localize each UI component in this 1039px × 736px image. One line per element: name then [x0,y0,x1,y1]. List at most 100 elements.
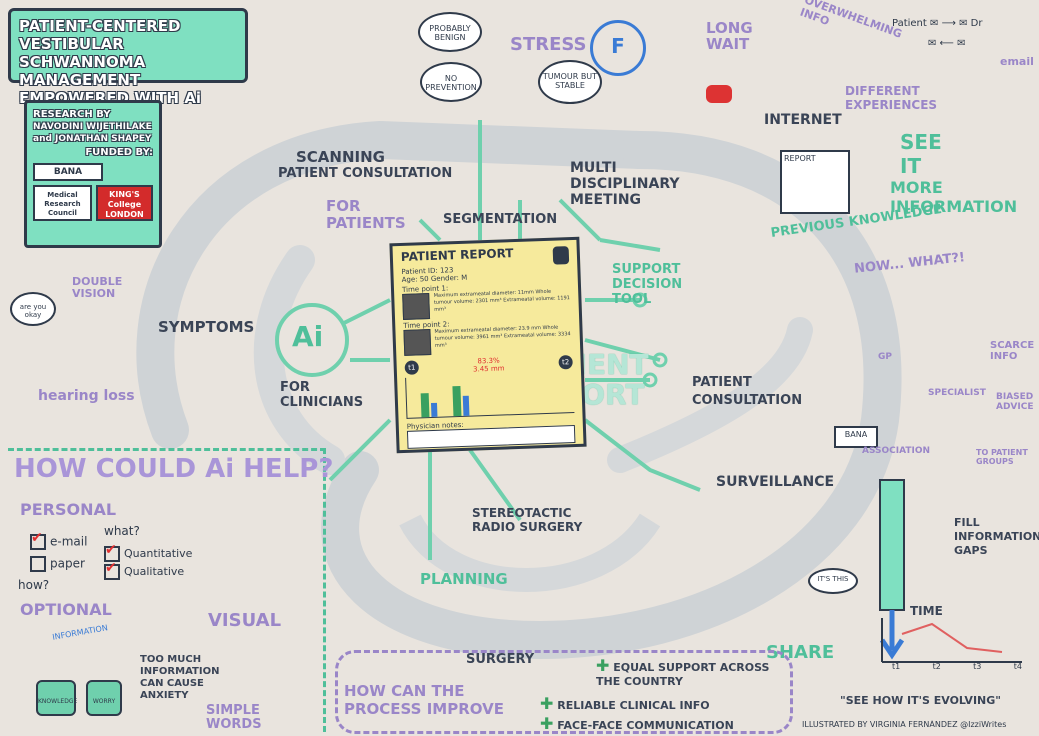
dr-label: Dr [970,18,983,29]
paper-option-label: paper [50,556,85,571]
email-checkbox[interactable] [30,530,46,550]
plus-icon: ✚ [540,694,554,713]
scanning-label: SCANNING [296,148,385,166]
envelope-icon: ✉ ⟶ ✉ [930,18,968,29]
worry-bottle: WORRY [86,680,122,716]
mri-image-1 [402,293,431,320]
patient-groups-label: TO PATIENT GROUPS [976,448,1028,466]
email-option[interactable]: e-mail [30,530,88,550]
support-decision-label: SUPPORT DECISION TOOL [612,262,683,307]
internet-label: INTERNET [764,112,842,128]
patient-report-card: PATIENT REPORT Patient ID: 123 Age: 50 G… [389,236,587,454]
improve-item-2: ✚ RELIABLE CLINICAL INFO [540,694,710,713]
srs-label: STEREOTACTIC RADIO SURGERY [472,506,583,534]
t1-badge: t1 [404,360,419,375]
bana-badge: BANA [834,426,878,448]
more-info-label: MORE INFORMATION [890,178,1018,216]
its-this-bubble: IT'S THIS [808,568,858,594]
mrc-logo: Medical Research Council [33,185,92,221]
quantitative-option[interactable]: Quantitative [104,542,193,562]
report-mini: REPORT [780,150,850,214]
tick-t4: t4 [1013,662,1022,671]
association-label: ASSOCIATION [862,446,931,456]
personal-label: PERSONAL [20,500,117,519]
report-tp1-text: Maximum extrameatal diameter: 11mm Whole… [433,288,571,313]
process-improve-box [335,650,793,734]
biased-advice-label: BIASED ADVICE [996,392,1034,412]
patient-label: Patient [892,18,927,29]
thought-tumour-stable: TUMOUR BUT STABLE [538,60,602,104]
for-patients-label: FOR PATIENTS [326,197,406,232]
improve-item-3: ✚ FACE-FACE COMMUNICATION [540,714,734,733]
simple-words-label: SIMPLE WORDS [206,703,262,732]
paper-option[interactable]: paper [30,556,85,572]
surgery-label: SURGERY [466,652,535,667]
scarce-info-label: SCARCE INFO [990,340,1035,362]
report-bar-chart [405,372,575,419]
mri-image-2 [403,329,432,356]
page-title: PATIENT-CENTERED VESTIBULAR SCHWANNOMA M… [19,17,202,107]
hearing-loss-label: hearing loss [38,388,135,404]
patient-consultation-2-label: PATIENT CONSULTATION [692,375,803,408]
specialist-label: SPECIALIST [928,388,986,398]
optional-label: OPTIONAL [20,600,112,619]
qualitative-option-label: Qualitative [124,565,185,578]
see-it-label: SEE IT [900,130,942,178]
research-credits: RESEARCH BY NAVODINI WIJETHILAKE and JON… [24,100,162,248]
long-wait-label: LONG WAIT [706,19,753,53]
segmentation-label: SEGMENTATION [443,212,558,227]
email-label: email [1000,55,1034,68]
report-tp2-text: Maximum extrameatal diameter: 23.9 mm Wh… [434,324,571,349]
paper-checkbox[interactable] [30,556,46,572]
avatar [552,246,570,265]
tick-t3: t3 [973,662,982,671]
symptoms-label: SYMPTOMS [158,318,255,336]
for-clinicians-label: FOR CLINICIANS [280,380,364,410]
illustrator-credit: ILLUSTRATED BY VIRGINIA FERNÁNDEZ @IzziW… [802,720,1007,729]
time-ticks: t1 t2 t3 t4 [892,662,1022,671]
visual-label: VISUAL [208,610,282,631]
email-option-label: e-mail [50,534,88,549]
research-by-label: RESEARCH BY [33,109,111,120]
funded-by-label: FUNDED BY: [85,147,153,158]
quantitative-option-label: Quantitative [124,547,193,560]
different-experiences-label: DIFFERENT EXPERIENCES [845,84,938,112]
mdt-label: MULTI DISCIPLINARY MEETING [570,160,680,208]
qualitative-checkbox[interactable] [104,560,120,580]
thought-probably-benign: PROBABLY BENIGN [418,12,482,52]
ai-label: Ai [292,320,324,353]
qualitative-option[interactable]: Qualitative [104,560,185,580]
ai-help-heading: HOW COULD Ai HELP? [14,454,334,484]
how-label: how? [18,578,50,592]
improve-item-1: ✚ EQUAL SUPPORT ACROSS THE COUNTRY [596,656,770,688]
surveillance-label: SURVEILLANCE [716,474,835,490]
double-vision-label: DOUBLE VISION [72,275,123,300]
see-evolving-label: "SEE HOW IT'S EVOLVING" [840,694,1001,707]
kcl-logo: KING'S College LONDON [95,185,153,221]
plus-icon: ✚ [540,714,554,733]
plus-icon: ✚ [596,656,610,675]
ai-help-section [8,448,326,732]
planning-label: PLANNING [420,570,508,588]
title-banner: PATIENT-CENTERED VESTIBULAR SCHWANNOMA M… [8,8,248,107]
process-improve-heading: HOW CAN THE PROCESS IMPROVE [344,682,504,718]
stress-label: STRESS [510,34,587,55]
too-much-info-label: TOO MUCH INFORMATION CAN CAUSE ANXIETY [140,654,220,701]
bana-logo: BANA [33,163,103,181]
tick-t2: t2 [932,662,941,671]
patient-consultation-label: PATIENT CONSULTATION [278,166,453,181]
thought-no-prevention: NO PREVENTION [420,62,482,102]
email-flow: Patient ✉ ⟶ ✉ Dr [892,18,982,29]
fill-gaps-label: FILL INFORMATION GAPS [954,516,1039,557]
knowledge-bottle: KNOWLEDGE [36,680,77,716]
phone-icon [706,85,732,103]
tick-t1: t1 [892,662,901,671]
research-authors: NAVODINI WIJETHILAKE and JONATHAN SHAPEY [33,122,152,144]
stress-icon: F [590,20,646,76]
envelope-icon-return: ✉ ⟵ ✉ [928,38,966,49]
are-you-okay-bubble: are you okay [10,292,56,326]
evolution-chart [881,618,1022,663]
t2-badge: t2 [558,355,573,370]
gp-label: GP [878,352,892,362]
